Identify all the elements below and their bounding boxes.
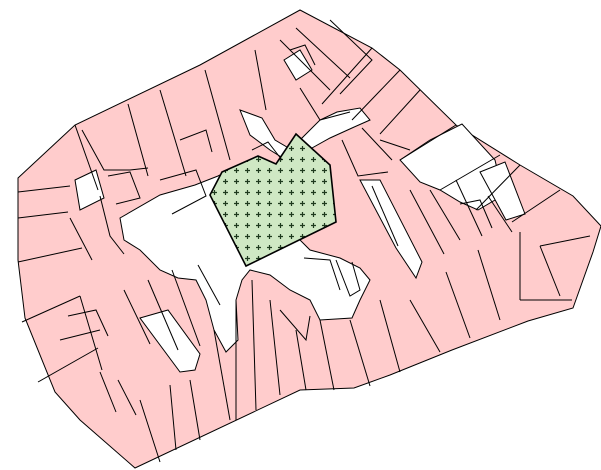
parcel-boundary-line — [361, 127, 393, 161]
parcel-boundary-line — [37, 347, 99, 383]
parcel-boundary-line — [69, 217, 93, 261]
courtyard-right-pocket — [479, 161, 526, 221]
parcel-boundary-line — [279, 309, 311, 342]
parcel-boundary-line — [204, 69, 231, 161]
parcel-boundary-line — [409, 189, 445, 255]
parcel-boundary-line — [379, 89, 421, 135]
parcel-boundary-line — [349, 319, 371, 387]
parcel-boundary-line — [445, 271, 471, 339]
parcel-boundary-line — [99, 371, 117, 413]
parcel-boundary-line — [279, 39, 331, 91]
parcel-boundary-line — [123, 289, 151, 345]
parcel-boundary-line — [459, 199, 493, 229]
parcel-boundary-line — [399, 124, 457, 161]
parcel-boundary-line — [379, 299, 401, 373]
parcel-boundary-line — [81, 129, 149, 171]
parcel-boundary-line — [475, 164, 521, 211]
parcel-boundary-line — [21, 295, 81, 323]
parcel-boundary-line — [439, 154, 501, 191]
courtyard-west-pocket — [74, 169, 105, 211]
parcel-boundary-line — [269, 299, 281, 396]
parcel-boundary-line — [159, 89, 187, 177]
parcel-boundary-line — [169, 384, 177, 451]
parcel-boundary-line — [251, 279, 257, 411]
parcel-boundary-line — [171, 269, 201, 347]
parcel-boundary-line — [79, 295, 103, 371]
parcel-boundary-line — [319, 111, 351, 121]
parcel-boundary-line — [254, 49, 267, 111]
parcel-boundary-line — [117, 379, 137, 416]
parcel-boundary-line — [295, 329, 307, 391]
parcel-boundary-line — [197, 264, 221, 306]
parcel-boundary-line — [295, 27, 351, 79]
parcel-boundary-line — [455, 179, 483, 237]
parcel-boundary-line — [321, 47, 373, 105]
parcel-boundary-line — [299, 87, 321, 121]
parcel-boundary-line — [477, 249, 501, 321]
parcel-boundary-line — [179, 129, 213, 153]
parcel-boundary-line — [335, 259, 361, 297]
parcel-boundary-line — [147, 279, 179, 351]
parcel-boundary-line — [539, 235, 591, 247]
parcel-boundary-line — [329, 19, 373, 95]
parcel-boundary-line — [17, 211, 69, 219]
parcel-boundary-line — [99, 195, 125, 255]
parcel-boundary-line — [139, 399, 161, 463]
parcel-boundary-line — [74, 124, 99, 191]
parcel-boundary-line — [67, 309, 109, 337]
parcel-boundary-line — [341, 139, 389, 177]
parcel-boundary-line — [351, 69, 401, 121]
parcel-boundary-line — [289, 44, 316, 66]
parcel-boundary-line — [379, 139, 411, 151]
parcel-boundary-line — [303, 257, 341, 291]
parcel-boundary-line — [539, 245, 561, 297]
parcel-boundaries — [17, 19, 591, 463]
highlighted-parcel[interactable] — [209, 132, 337, 268]
parcel-boundary-line — [127, 103, 149, 177]
parcel-boundary-line — [487, 195, 513, 233]
parcel-boundary-line — [189, 379, 201, 441]
parcel-boundary-line — [17, 247, 83, 263]
parcel-boundary-line — [59, 329, 101, 341]
parcel-boundary-line — [213, 329, 231, 421]
parcel-boundary-line — [511, 189, 561, 223]
parcel-boundary-line — [319, 319, 335, 391]
parcel-boundary-line — [17, 185, 71, 193]
parcel-boundary-line — [107, 171, 141, 205]
parcel-boundary-line — [429, 189, 461, 241]
parcel-boundary-line — [371, 185, 399, 247]
city-block-outline — [17, 9, 601, 469]
courtyard-north-small — [283, 49, 313, 81]
parcel-boundary-line — [409, 299, 441, 353]
parcel-boundary-line — [159, 169, 207, 215]
courtyard-south-west — [139, 309, 201, 373]
parcel-boundary-line — [251, 141, 283, 161]
